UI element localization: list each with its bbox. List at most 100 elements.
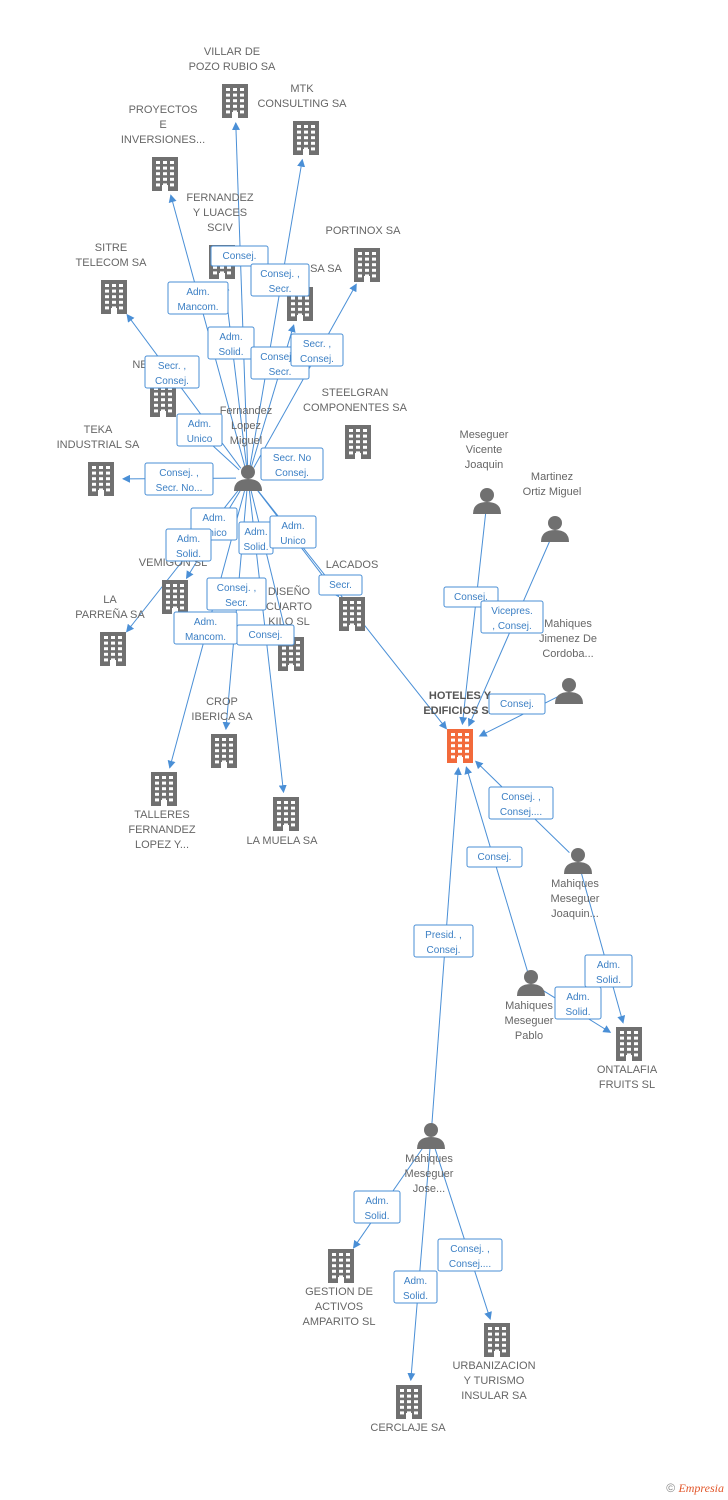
copyright-icon: © (666, 1481, 676, 1495)
building-icon[interactable] (354, 248, 380, 282)
edge-label-text: Adm. (194, 617, 217, 628)
edge-label: Adm.Unico (269, 515, 317, 549)
edge-label-text: Consej. (223, 251, 257, 262)
edge-label-text: Solid. (176, 549, 201, 560)
edge-label-text: Consej.... (449, 1259, 491, 1270)
node-label-mahiques_jimenez: Mahiques (544, 618, 592, 630)
edge-mahiques_meseguer_jose-to-urbanizacion (434, 1147, 492, 1321)
person-icon[interactable] (555, 678, 583, 704)
edge-label-text: Unico (187, 434, 213, 445)
edge-label-text: Consej.... (500, 807, 542, 818)
node-label-gestion: AMPARITO SL (303, 1316, 376, 1328)
node-label-martinez_ortiz: Martinez (531, 471, 573, 483)
node-label-proyectos: PROYECTOS (129, 104, 198, 116)
edge-label-text: Mancom. (185, 632, 226, 643)
edge-mahiques_meseguer_jose-to-cerclaje (407, 1147, 431, 1382)
building-icon[interactable] (339, 597, 365, 631)
node-label-mahiques_jimenez: Jimenez De (539, 633, 597, 645)
node-label-urbanizacion: URBANIZACION (452, 1360, 535, 1372)
edge-label: Consej. ,Consej.... (488, 786, 554, 820)
node-label-steelgran: STEELGRAN (322, 387, 389, 399)
edge-label-text: Adm. (404, 1276, 427, 1287)
person-icon[interactable] (473, 488, 501, 514)
node-label-fernandez_luaces: SCIV (207, 222, 233, 234)
node-label-fernandez_lopez: Miguel (230, 435, 262, 447)
edge-label: Consej. ,Secr. No... (144, 462, 214, 496)
edge-label: Adm.Solid. (584, 954, 633, 988)
edge-label-text: Secr. , (158, 361, 186, 372)
node-label-talleres: LOPEZ Y... (135, 839, 189, 851)
node-label-gestion: ACTIVOS (315, 1301, 363, 1313)
edge-label-text: Secr. (269, 284, 292, 295)
building-icon[interactable] (101, 280, 127, 314)
building-icon[interactable] (345, 425, 371, 459)
edge-label: Consej. ,Secr. (250, 263, 310, 297)
node-label-fernandez_lopez: Fernandez (220, 405, 273, 417)
edge-label-text: Secr. No (273, 453, 312, 464)
node-label-cerclaje: CERCLAJE SA (370, 1422, 446, 1434)
node-label-proyectos: INVERSIONES... (121, 134, 205, 146)
edge-label-text: Adm. (177, 534, 200, 545)
node-label-urbanizacion: INSULAR SA (461, 1390, 527, 1402)
node-label-meseguer_vicente: Joaquin (465, 459, 504, 471)
building-icon[interactable] (222, 84, 248, 118)
node-label-villar: VILLAR DE (204, 46, 260, 58)
building-icon[interactable] (293, 121, 319, 155)
building-icon-focus[interactable] (447, 729, 473, 763)
node-label-hoteles: EDIFICIOS SA (423, 705, 496, 717)
person-icon[interactable] (517, 970, 545, 996)
person-icon[interactable] (417, 1123, 445, 1149)
node-label-fernandez_luaces: Y LUACES (193, 207, 247, 219)
node-label-martinez_ortiz: Ortiz Miguel (523, 486, 582, 498)
building-icon[interactable] (328, 1249, 354, 1283)
edge-fernandez_lopez-to-villar (232, 121, 249, 467)
edge-label: Adm.Solid. (238, 521, 274, 555)
node-label-proyectos: E (159, 119, 166, 131)
node-label-mahiques_jimenez: Cordoba... (542, 648, 593, 660)
edge-label-text: Unico (280, 536, 306, 547)
building-icon[interactable] (396, 1385, 422, 1419)
node-label-mtk: MTK (290, 83, 314, 95)
node-label-hoteles: HOTELES Y (429, 690, 492, 702)
building-icon[interactable] (211, 734, 237, 768)
building-icon[interactable] (484, 1323, 510, 1357)
edge-label-text: Secr. (329, 580, 352, 591)
node-label-fernandez_lopez: Lopez (231, 420, 261, 432)
person-icon[interactable] (564, 848, 592, 874)
node-label-diseno: DISEÑO (268, 585, 311, 598)
edge-label: Consej. ,Consej.... (437, 1238, 503, 1272)
edge-label: Adm. Solid. (165, 528, 212, 562)
edge-label-text: , Consej. (492, 621, 531, 632)
person-icon[interactable] (541, 516, 569, 542)
edge-label-text: Solid. (218, 347, 243, 358)
edge-label: Secr. (318, 574, 363, 596)
building-icon[interactable] (152, 157, 178, 191)
building-icon[interactable] (88, 462, 114, 496)
building-icon[interactable] (151, 772, 177, 806)
edge-label-text: Consej. (300, 354, 334, 365)
building-icon[interactable] (616, 1027, 642, 1061)
node-label-mahiques_meseguer_pablo: Pablo (515, 1030, 543, 1042)
edge-label-text: Consej. (155, 376, 189, 387)
node-label-mahiques_meseguer_pablo: Mahiques (505, 1000, 553, 1012)
node-label-ontalafia: ONTALAFIA (597, 1064, 658, 1076)
building-icon[interactable] (273, 797, 299, 831)
building-icon[interactable] (100, 632, 126, 666)
edge-label: Adm.Mancom. (167, 281, 229, 315)
edge-label-text: Unico (201, 528, 227, 539)
node-label-lamuela: LA MUELA SA (247, 835, 319, 847)
node-label-mahiques_meseguer_jose: Mahiques (405, 1153, 453, 1165)
person-icon[interactable] (234, 465, 262, 491)
node-label-lacados: LACADOS (326, 559, 379, 571)
building-icon[interactable] (162, 580, 188, 614)
edge-label-text: Consej. (427, 945, 461, 956)
edge-label-text: Consej. , (260, 352, 299, 363)
edge-label-text: Consej. , (159, 468, 198, 479)
node-label-meseguer_vicente: Vicente (466, 444, 503, 456)
node-label-teka: INDUSTRIAL SA (57, 439, 140, 451)
edge-label: Consej. (466, 846, 523, 868)
node-label-sitre: SITRE (95, 242, 127, 254)
brand-logo[interactable]: Empresia (678, 1481, 724, 1495)
